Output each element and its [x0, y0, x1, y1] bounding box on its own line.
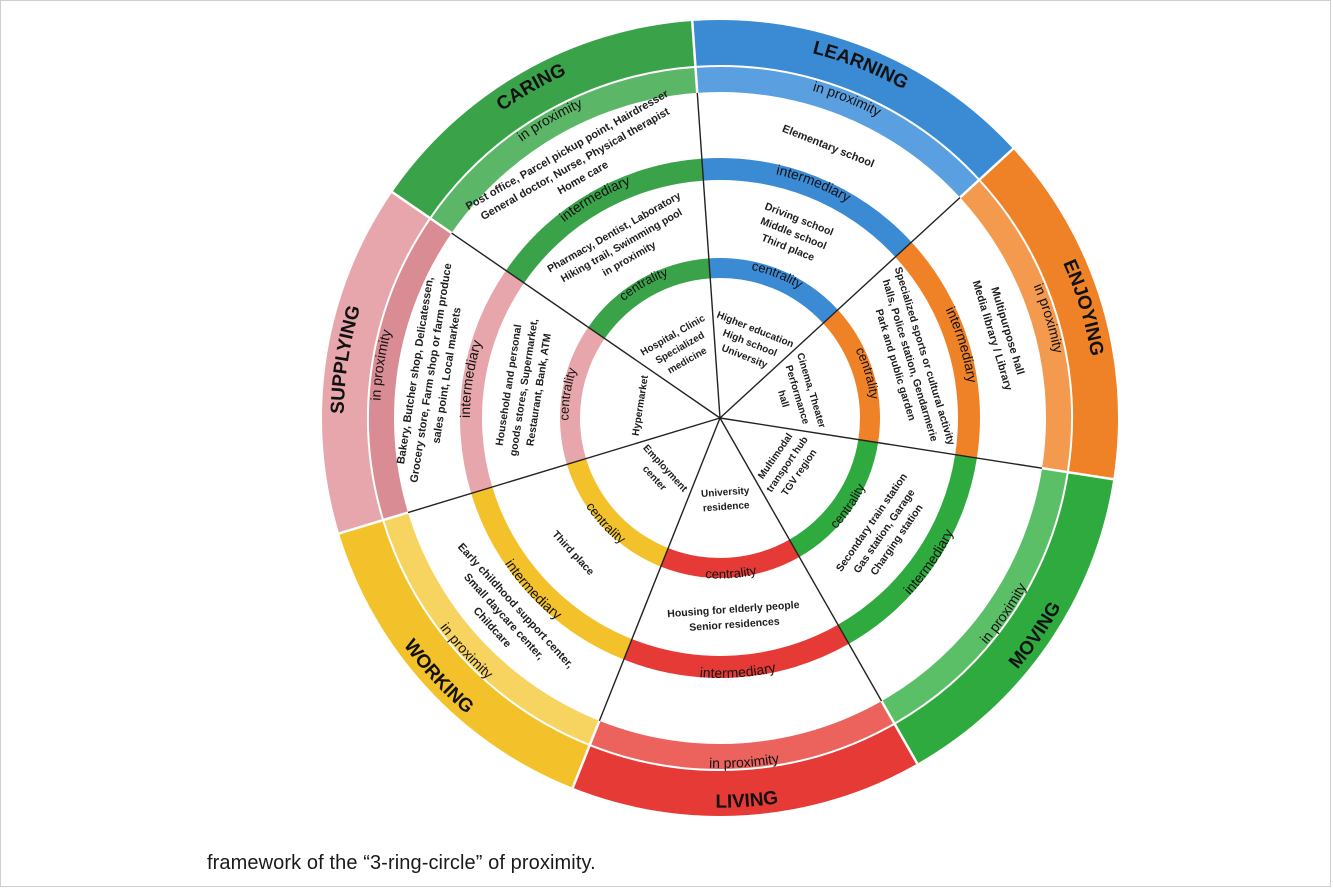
sector-divider-outer: [959, 147, 1014, 199]
sector-enjoying-proximity-band: [960, 179, 1072, 473]
band-separator: [382, 519, 591, 746]
sector-divider: [407, 417, 721, 514]
sector-divider-outer: [690, 20, 699, 93]
sector-divider-outer: [1041, 466, 1114, 481]
sector-caring-title-band: [392, 20, 696, 219]
sector-enjoying-intermediary-band: [895, 242, 980, 459]
sector-living-centrality-text-line: University: [701, 486, 750, 500]
figure-caption: framework of the “3-ring-circle” of prox…: [207, 852, 596, 874]
sector-divider: [696, 92, 721, 419]
sector-moving-intermediary-band: [837, 454, 977, 644]
sector-supplying-intermediary-band: [460, 270, 525, 494]
sector-divider-outer: [391, 191, 453, 235]
sector-working-intermediary-band: [471, 487, 632, 660]
sector-living-proximity-label: in proximity: [709, 750, 780, 771]
sector-divider: [451, 232, 721, 419]
band-separator: [429, 65, 696, 219]
sector-caring-intermediary-band: [505, 158, 704, 283]
sector-learning-proximity-band: [695, 66, 980, 198]
sector-moving-centrality-band: [789, 439, 879, 557]
sector-living-centrality-text-line: residence: [703, 500, 751, 514]
sector-divider-outer: [880, 700, 919, 765]
sector-divider: [719, 417, 883, 702]
sector-learning-centrality-band: [708, 258, 838, 324]
sector-living-intermediary-band: [623, 624, 849, 678]
sector-living-centrality-band: [660, 539, 800, 579]
sector-learning-intermediary-band: [701, 158, 912, 257]
sector-divider: [719, 417, 1043, 469]
sector-moving-title-band: [894, 472, 1114, 764]
sector-enjoying-centrality-text-line: hall: [775, 389, 791, 409]
sector-divider-outer: [571, 720, 601, 789]
sector-learning-title-band: [692, 20, 1014, 180]
sector-caring-centrality-band: [588, 258, 711, 339]
sector-living-centrality-label: centrality: [705, 562, 758, 581]
sector-enjoying-title-band: [979, 148, 1118, 480]
sector-supplying-centrality-band: [560, 327, 605, 465]
sector-working-centrality-band: [566, 458, 669, 567]
sector-caring-proximity-band: [430, 66, 698, 234]
sector-working-title-band: [339, 520, 590, 788]
band-separator: [695, 65, 980, 181]
band-separator: [893, 472, 1069, 725]
sector-supplying-proximity-band: [368, 218, 452, 521]
sector-working-proximity-band: [383, 512, 600, 746]
band-separator: [589, 722, 895, 771]
band-separator: [367, 217, 431, 521]
sector-moving-proximity-band: [881, 468, 1068, 724]
sector-enjoying-centrality-band: [823, 309, 881, 443]
sector-divider: [719, 196, 961, 419]
sector-divider-outer: [338, 511, 409, 535]
sector-supplying-title-band: [322, 192, 431, 534]
sector-living-proximity-band: [589, 701, 895, 770]
sector-divider: [598, 417, 721, 722]
band-separator: [978, 179, 1073, 473]
